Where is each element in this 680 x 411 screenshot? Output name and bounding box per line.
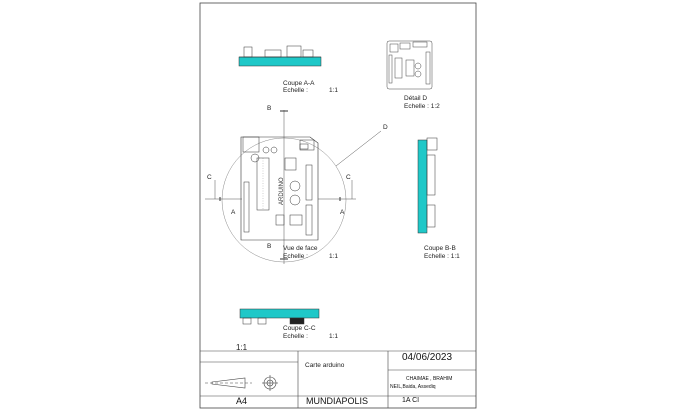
front-view-scale-value: 1:1 xyxy=(329,253,339,260)
section-marker-c-left: C xyxy=(207,174,212,181)
section-marker-a-left: A xyxy=(231,209,236,216)
front-view-scale-label: Echelle : xyxy=(283,253,308,260)
detail-marker-d: D xyxy=(383,124,388,131)
coupe-aa-scale-label: Echelle : xyxy=(283,87,308,94)
section-marker-b-top: B xyxy=(267,105,272,112)
detail-d-scale: Echelle : 1:2 xyxy=(404,103,440,110)
coupe-bb-title: Coupe B-B xyxy=(424,245,456,252)
title-block-scale: 1:1 xyxy=(236,343,248,352)
coupe-cc-scale-value: 1:1 xyxy=(329,333,339,340)
section-marker-c-right: C xyxy=(346,174,351,181)
title-block-class: 1A CI xyxy=(402,397,420,404)
coupe-bb-scale: Echelle : 1:1 xyxy=(424,253,460,260)
coupe-aa-title: Coupe A-A xyxy=(283,80,315,87)
title-block-title: Carte arduino xyxy=(305,362,345,369)
detail-d-view xyxy=(386,40,433,90)
coupe-cc-view xyxy=(239,308,320,325)
section-marker-b-bottom: B xyxy=(267,243,272,250)
coupe-cc-scale-label: Echelle : xyxy=(283,333,308,340)
title-block-format: A4 xyxy=(236,396,248,406)
front-view: ARDUINO xyxy=(205,110,382,264)
title-block-authors-1: CHAIMAE , BRAHIM xyxy=(406,376,453,382)
coupe-cc-title: Coupe C-C xyxy=(283,325,316,332)
title-block-company: MUNDIAPOLIS xyxy=(306,396,369,406)
board-logo-text: ARDUINO xyxy=(279,177,285,205)
section-marker-a-right: A xyxy=(340,209,345,216)
coupe-bb-view xyxy=(417,137,438,234)
title-block-authors-2: NEIL,Baida, Assediq xyxy=(390,384,436,390)
front-view-title: Vue de face xyxy=(283,245,318,252)
coupe-aa-scale-value: 1:1 xyxy=(329,87,339,94)
sheet-frame xyxy=(199,2,477,409)
detail-d-title: Détail D xyxy=(404,95,428,102)
title-block xyxy=(200,350,476,408)
title-block-date: 04/06/2023 xyxy=(402,352,453,363)
coupe-aa-view xyxy=(238,45,322,67)
